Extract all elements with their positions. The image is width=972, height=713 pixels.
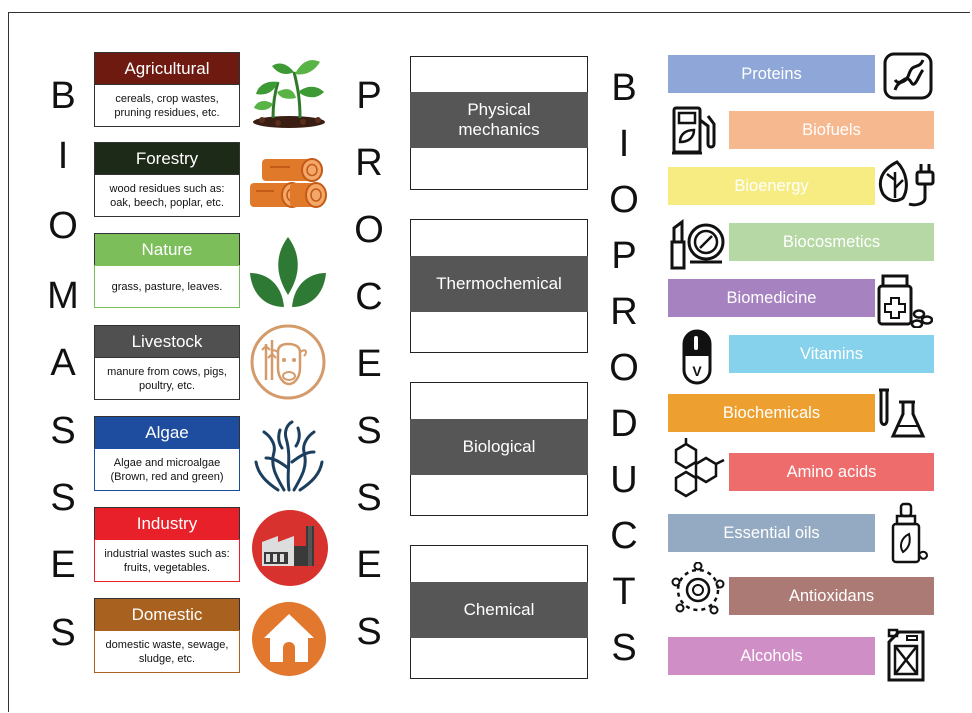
bioproduct-bioenergy: Bioenergy — [668, 167, 875, 205]
title-letter: P — [356, 75, 382, 117]
title-letter: E — [356, 544, 382, 586]
logs-icon — [250, 158, 327, 208]
cow-wheat-icon — [250, 324, 326, 400]
bioproduct-vitamins: Vitamins — [729, 335, 934, 373]
top-crop — [0, 0, 972, 12]
title-letter: M — [47, 275, 79, 317]
biomass-description: domestic waste, sewage, sludge, etc. — [94, 630, 240, 673]
biomass-description-text: grass, pasture, leaves. — [111, 280, 223, 293]
process-label: Chemical — [410, 582, 588, 638]
biomass-description-text: Algae and microalgae (Brown, red and gre… — [110, 456, 224, 483]
bioproduct-biochemicals: Biochemicals — [668, 394, 875, 432]
title-letter: S — [356, 477, 382, 519]
bioproduct-amino-acids: Amino acids — [729, 453, 934, 491]
title-letter: S — [356, 410, 382, 452]
title-letter: U — [610, 459, 638, 501]
biomass-description: Algae and microalgae (Brown, red and gre… — [94, 448, 240, 491]
bioproduct-alcohols: Alcohols — [668, 637, 875, 675]
title-letter: B — [50, 75, 76, 117]
title-letter: O — [48, 205, 78, 247]
title-letter: S — [50, 477, 76, 519]
title-letter: R — [355, 142, 383, 184]
biomass-description-text: wood residues such as: oak, beech, popla… — [109, 182, 225, 209]
molecule-icon — [674, 438, 725, 498]
title-letter: B — [611, 67, 637, 109]
biomass-header: Algae — [94, 416, 240, 448]
bioproduct-proteins: Proteins — [668, 55, 875, 93]
flask-tubes-icon — [879, 388, 926, 438]
biomass-description: industrial wastes such as: fruits, veget… — [94, 539, 240, 582]
biomass-description: grass, pasture, leaves. — [94, 265, 240, 308]
protein-helix-icon — [883, 52, 933, 100]
leaf-plug-icon — [878, 160, 935, 207]
title-letter: E — [50, 544, 76, 586]
biomass-header: Agricultural — [94, 52, 240, 84]
factory-icon — [252, 510, 328, 586]
title-letter: O — [609, 347, 639, 389]
biomass-description-text: domestic waste, sewage, sludge, etc. — [105, 638, 229, 665]
medicine-bottle-icon — [877, 274, 933, 328]
seedling-plants-icon — [253, 60, 325, 128]
antioxidant-ring-icon — [671, 562, 725, 615]
vitamin-capsule-icon: V — [682, 329, 712, 385]
title-letter: P — [611, 235, 637, 277]
biomass-header: Domestic — [94, 598, 240, 630]
process-label: Thermochemical — [410, 256, 588, 312]
process-label: Biological — [410, 419, 588, 475]
title-letter: T — [612, 571, 636, 613]
biomass-description-text: cereals, crop wastes, pruning residues, … — [114, 92, 220, 119]
process-label-text: Thermochemical — [436, 274, 562, 293]
title-letter: I — [618, 123, 630, 165]
fuel-pump-icon — [672, 106, 716, 155]
title-letter: S — [50, 410, 76, 452]
jerrycan-icon — [887, 628, 925, 682]
title-letter: S — [611, 627, 637, 669]
title-letter: A — [50, 342, 76, 384]
title-letter: I — [57, 135, 69, 177]
title-letter: C — [610, 515, 638, 557]
title-letter: O — [609, 179, 639, 221]
title-letter: R — [610, 291, 638, 333]
figure-frame — [8, 12, 970, 712]
process-label: Physical mechanics — [410, 92, 588, 148]
bioproduct-essential-oils: Essential oils — [668, 514, 875, 552]
bioproduct-biocosmetics: Biocosmetics — [729, 223, 934, 261]
biomass-description: cereals, crop wastes, pruning residues, … — [94, 84, 240, 127]
title-letter: D — [610, 403, 638, 445]
bioproduct-antioxidans: Antioxidans — [729, 577, 934, 615]
biomass-header: Nature — [94, 233, 240, 265]
bioproduct-biofuels: Biofuels — [729, 111, 934, 149]
biomass-header: Livestock — [94, 325, 240, 357]
title-letter: O — [354, 209, 384, 251]
title-letter: E — [356, 343, 382, 385]
title-letter: S — [356, 611, 382, 653]
dropper-bottle-icon — [891, 502, 929, 564]
house-icon — [252, 602, 326, 676]
biomass-description-text: industrial wastes such as: fruits, veget… — [104, 547, 230, 574]
process-label-text: Physical mechanics — [458, 100, 540, 139]
leaves-icon — [250, 237, 326, 311]
biomass-description-text: manure from cows, pigs, poultry, etc. — [107, 365, 227, 392]
seaweed-icon — [254, 420, 324, 492]
title-letter: S — [50, 612, 76, 654]
biomass-description: wood residues such as: oak, beech, popla… — [94, 174, 240, 217]
title-letter: C — [355, 276, 383, 318]
process-label-text: Chemical — [463, 600, 535, 619]
svg-text:V: V — [692, 363, 702, 379]
bioproduct-biomedicine: Biomedicine — [668, 279, 875, 317]
biomass-header: Forestry — [94, 142, 240, 174]
biomass-description: manure from cows, pigs, poultry, etc. — [94, 357, 240, 400]
biomass-header: Industry — [94, 507, 240, 539]
lipstick-compact-icon — [670, 219, 725, 270]
process-label-text: Biological — [462, 437, 536, 456]
